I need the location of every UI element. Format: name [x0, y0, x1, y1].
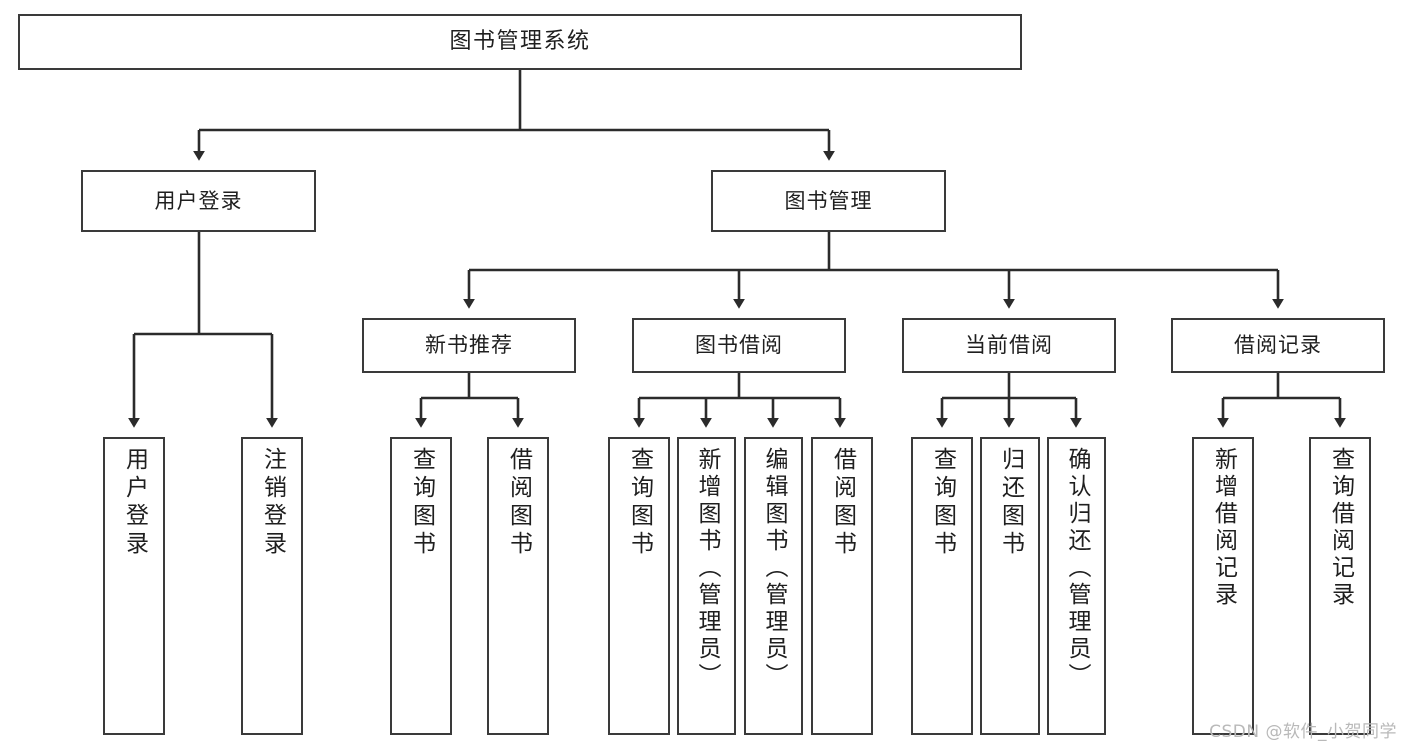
node-label: 图书管理 [784, 188, 873, 213]
leaf-query-book-recommend[interactable]: 查询图书 [390, 437, 452, 735]
leaf-confirm-return-admin[interactable]: 确认归还（管理员） [1047, 437, 1106, 735]
node-label: 借阅图书 [505, 447, 532, 559]
node-current-borrow[interactable]: 当前借阅 [902, 318, 1116, 373]
leaf-add-book-admin[interactable]: 新增图书（管理员） [677, 437, 736, 735]
node-label: 查询借阅记录 [1327, 447, 1354, 609]
node-label: 图书管理系统 [449, 29, 591, 55]
node-user-login[interactable]: 用户登录 [81, 170, 316, 232]
node-label: 查询图书 [408, 447, 435, 559]
node-label: 查询图书 [626, 447, 653, 559]
node-label: 新增图书（管理员） [694, 447, 720, 690]
node-label: 注销登录 [259, 447, 286, 559]
node-label: 新书推荐 [425, 333, 513, 358]
leaf-user-login[interactable]: 用户登录 [103, 437, 165, 735]
node-label: 当前借阅 [965, 333, 1053, 358]
leaf-add-borrow-record[interactable]: 新增借阅记录 [1192, 437, 1254, 735]
node-label: 借阅记录 [1234, 333, 1322, 358]
csdn-watermark: CSDN @软件_小贺同学 [1209, 722, 1397, 742]
node-label: 用户登录 [121, 447, 148, 559]
node-label: 用户登录 [154, 188, 243, 213]
leaf-logout[interactable]: 注销登录 [241, 437, 303, 735]
node-book-borrow[interactable]: 图书借阅 [632, 318, 846, 373]
node-label: 新增借阅记录 [1210, 447, 1237, 609]
leaf-return-book[interactable]: 归还图书 [980, 437, 1040, 735]
leaf-borrow-book-recommend[interactable]: 借阅图书 [487, 437, 549, 735]
node-label: 查询图书 [929, 447, 956, 559]
node-book-management-system[interactable]: 图书管理系统 [18, 14, 1022, 70]
leaf-query-book-borrow[interactable]: 查询图书 [608, 437, 670, 735]
node-label: 编辑图书（管理员） [761, 447, 787, 690]
node-book-management[interactable]: 图书管理 [711, 170, 946, 232]
node-new-book-recommend[interactable]: 新书推荐 [362, 318, 576, 373]
node-label: 图书借阅 [695, 333, 783, 358]
node-borrow-records[interactable]: 借阅记录 [1171, 318, 1385, 373]
leaf-edit-book-admin[interactable]: 编辑图书（管理员） [744, 437, 803, 735]
leaf-borrow-book[interactable]: 借阅图书 [811, 437, 873, 735]
node-label: 借阅图书 [829, 447, 856, 559]
leaf-query-book-current[interactable]: 查询图书 [911, 437, 973, 735]
node-label: 确认归还（管理员） [1064, 447, 1090, 690]
node-label: 归还图书 [997, 447, 1024, 559]
leaf-query-borrow-record[interactable]: 查询借阅记录 [1309, 437, 1371, 735]
